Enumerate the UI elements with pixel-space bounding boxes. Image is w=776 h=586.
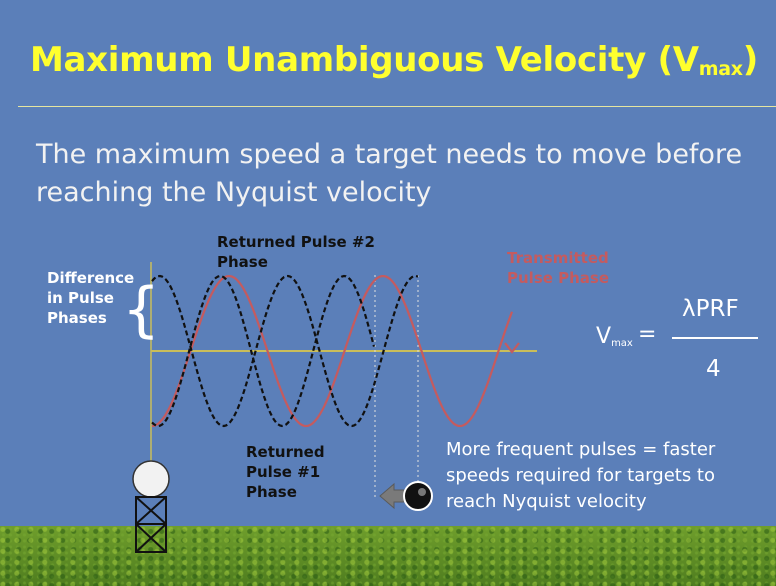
formula-denominator: 4 bbox=[706, 356, 721, 382]
fraction-bar bbox=[672, 337, 758, 339]
grass-ground bbox=[0, 526, 776, 586]
radar-tower-icon bbox=[132, 460, 170, 553]
difference-label: Difference in Pulse Phases bbox=[47, 269, 135, 327]
formula-numerator: λPRF bbox=[682, 296, 739, 322]
brace-icon: { bbox=[122, 275, 161, 345]
formula-equals: = bbox=[638, 322, 657, 347]
note-text: More frequent pulses = faster speeds req… bbox=[446, 439, 716, 512]
transmitted-wave bbox=[151, 275, 514, 428]
formula-lhs: Vmax bbox=[596, 324, 633, 349]
returned-pulse-1-label: Returned Pulse #1 Phase bbox=[246, 443, 325, 501]
returned-pulse-1-wave bbox=[151, 274, 376, 428]
slide-title: Maximum Unambiguous Velocity (Vmax) bbox=[30, 40, 758, 80]
transmitted-label: Transmitted Pulse Phase bbox=[507, 249, 610, 287]
target-ball-icon bbox=[403, 481, 433, 511]
subtitle: The maximum speed a target needs to move… bbox=[36, 139, 743, 208]
title-divider bbox=[18, 106, 776, 107]
wave-arrowhead-icon bbox=[504, 342, 520, 354]
left-arrow-icon bbox=[379, 482, 407, 510]
returned-pulse-2-label: Returned Pulse #2 Phase bbox=[217, 233, 375, 271]
